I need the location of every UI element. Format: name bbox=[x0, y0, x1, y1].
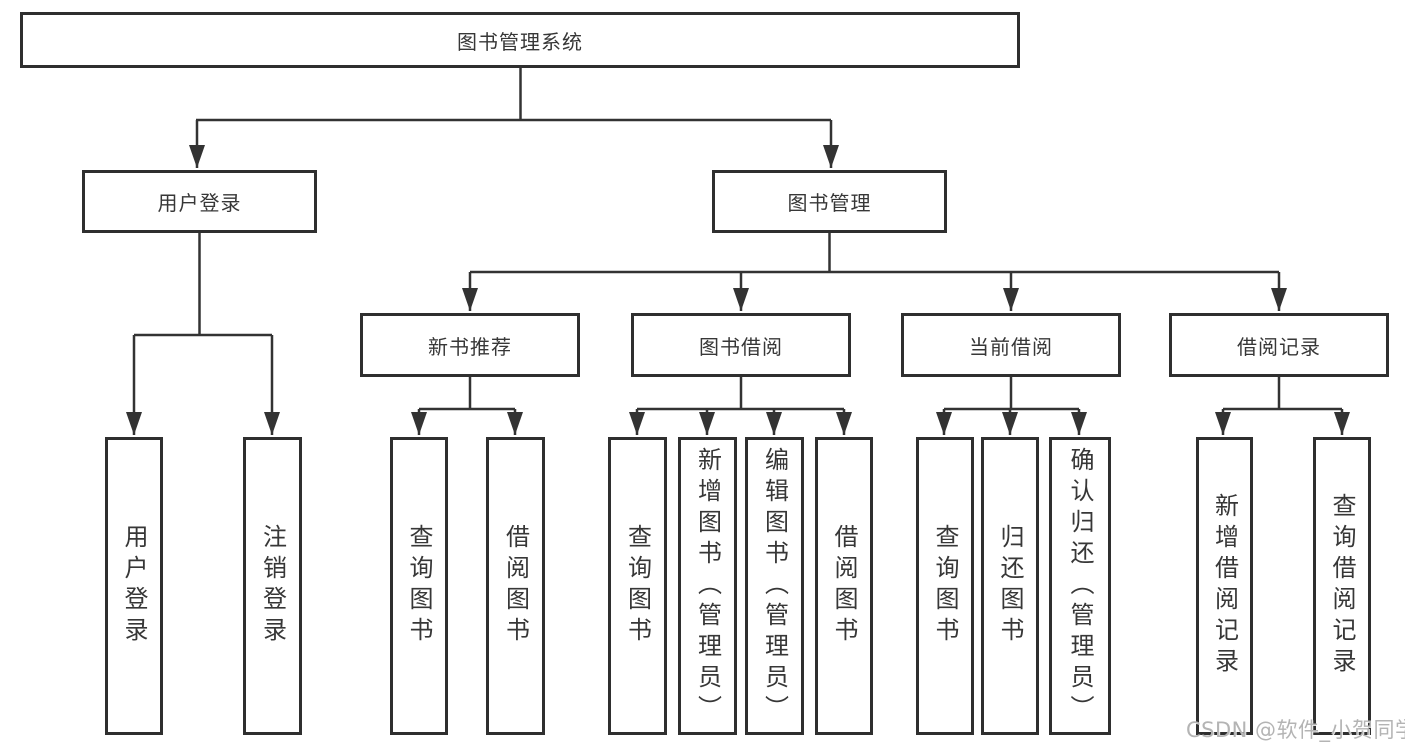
node-user-login: 用户登录 bbox=[82, 170, 317, 233]
leaf-return-books: 归还图书 bbox=[981, 437, 1039, 735]
leaf-add-borrow-record: 新增借阅记录 bbox=[1196, 437, 1253, 735]
node-system-root: 图书管理系统 bbox=[20, 12, 1020, 68]
leaf-edit-books-admin: 编辑图书（管理员） bbox=[745, 437, 804, 735]
leaf-add-books-admin: 新增图书（管理员） bbox=[678, 437, 737, 735]
leaf-user-login: 用户登录 bbox=[105, 437, 163, 735]
leaf-query-books-recommend: 查询图书 bbox=[390, 437, 448, 735]
leaf-borrow-books-recommend: 借阅图书 bbox=[486, 437, 545, 735]
node-book-management: 图书管理 bbox=[712, 170, 947, 233]
leaf-query-books-borrowing: 查询图书 bbox=[608, 437, 667, 735]
leaf-borrow-books-borrowing: 借阅图书 bbox=[815, 437, 873, 735]
leaf-query-borrow-record: 查询借阅记录 bbox=[1313, 437, 1371, 735]
node-new-book-recommendation: 新书推荐 bbox=[360, 313, 580, 377]
node-borrowing-records: 借阅记录 bbox=[1169, 313, 1389, 377]
csdn-watermark: CSDN @软件_小贺同学 bbox=[1186, 718, 1405, 742]
leaf-query-books-current: 查询图书 bbox=[916, 437, 974, 735]
leaf-logout: 注销登录 bbox=[243, 437, 302, 735]
node-book-borrowing: 图书借阅 bbox=[631, 313, 851, 377]
node-current-borrowing: 当前借阅 bbox=[901, 313, 1121, 377]
leaf-confirm-return-admin: 确认归还（管理员） bbox=[1049, 437, 1111, 735]
